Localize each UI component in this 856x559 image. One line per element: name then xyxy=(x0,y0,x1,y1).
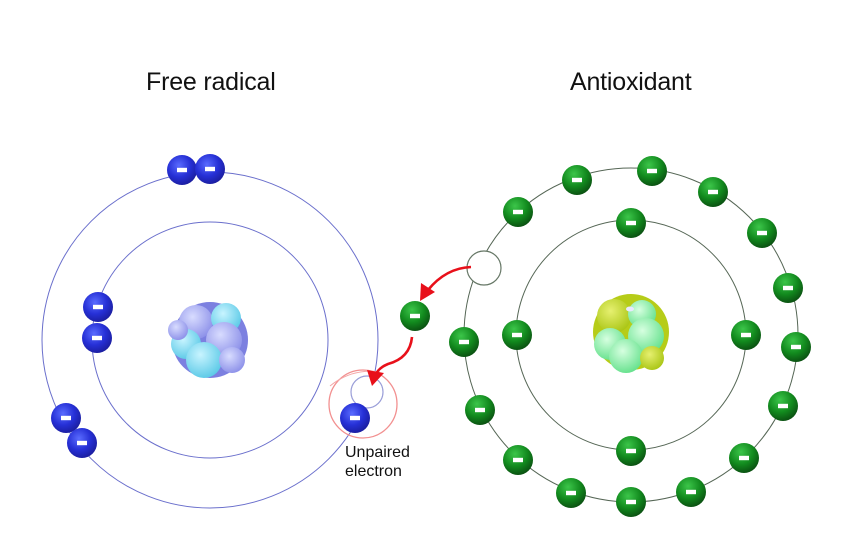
electron-icon xyxy=(768,391,798,421)
nucleus-icon xyxy=(168,302,248,378)
electron-icon xyxy=(781,332,811,362)
label-line-1: Unpaired xyxy=(345,444,410,461)
electron-icon xyxy=(676,477,706,507)
electron-icon xyxy=(167,155,197,185)
empty-electron-slot xyxy=(350,375,384,409)
electron-icon xyxy=(731,320,761,350)
electron-icon xyxy=(773,273,803,303)
electron-icon xyxy=(503,197,533,227)
electron-icon xyxy=(465,395,495,425)
electron-icon xyxy=(82,323,112,353)
electron-icon xyxy=(616,436,646,466)
electron-icon xyxy=(562,165,592,195)
electron-icon xyxy=(556,478,586,508)
unpaired-electron-label: Unpaired electron xyxy=(345,443,410,481)
unpaired-electron-icon xyxy=(340,403,370,433)
transfer-arrow-icon xyxy=(420,265,472,301)
nucleus-icon xyxy=(593,294,669,373)
electron-icon xyxy=(51,403,81,433)
electron-icon xyxy=(449,327,479,357)
electron-icon xyxy=(502,320,532,350)
empty-electron-slot xyxy=(466,250,502,286)
electron-icon xyxy=(729,443,759,473)
electron-icon xyxy=(747,218,777,248)
electron-icon xyxy=(83,292,113,322)
electron-icon xyxy=(698,177,728,207)
label-line-2: electron xyxy=(345,463,402,480)
free-radical-atom xyxy=(41,154,398,509)
electron-icon xyxy=(616,487,646,517)
electron-icon xyxy=(637,156,667,186)
transfer-arrow-icon xyxy=(367,336,414,386)
antioxidant-atom xyxy=(449,156,811,517)
donated-electron-icon xyxy=(400,301,430,331)
electron-icon xyxy=(503,445,533,475)
highlight-ring xyxy=(328,369,398,439)
antioxidant-title: Antioxidant xyxy=(570,68,692,96)
electron-icon xyxy=(67,428,97,458)
free-radical-title: Free radical xyxy=(146,68,276,96)
electron-icon xyxy=(195,154,225,184)
electron-icon xyxy=(616,208,646,238)
